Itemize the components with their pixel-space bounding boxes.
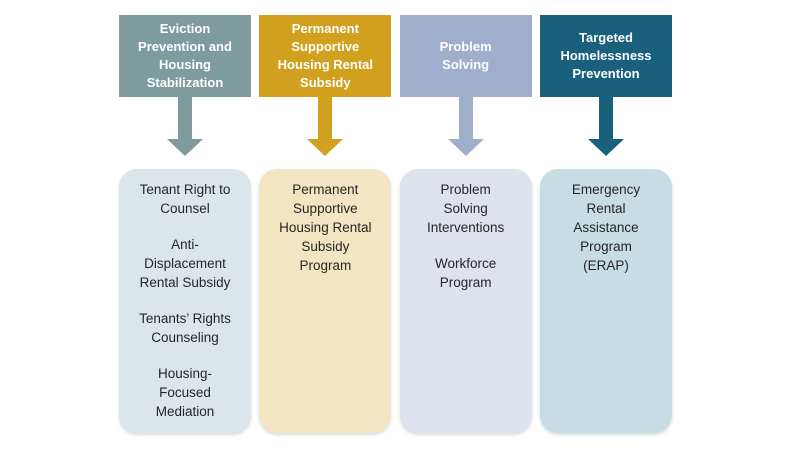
header-targeted-homelessness-prevention: Targeted Homelessness Prevention [539, 15, 672, 97]
list-item: Permanent Supportive Housing Rental Subs… [279, 182, 372, 273]
columns-row: Eviction Prevention and Housing Stabiliz… [119, 15, 672, 433]
column-psh-rental-subsidy: Permanent Supportive Housing Rental Subs… [259, 15, 392, 433]
list-item: Workforce Program [435, 256, 497, 290]
column-problem-solving: Problem Solving Problem Solving Interven… [399, 15, 532, 433]
down-arrow-icon [587, 97, 624, 169]
list-item: Tenant Right to Counsel [139, 182, 231, 216]
list-item: Problem Solving Interventions [427, 182, 505, 235]
list-item: Tenants’ Rights Counseling [139, 311, 231, 345]
header-eviction-prevention: Eviction Prevention and Housing Stabiliz… [119, 15, 251, 97]
column-targeted-homelessness-prevention: Targeted Homelessness Prevention Emergen… [539, 15, 672, 433]
down-arrow-icon [307, 97, 344, 169]
list-item: Anti- Displacement Rental Subsidy [139, 237, 231, 290]
header-psh-rental-subsidy: Permanent Supportive Housing Rental Subs… [259, 15, 392, 97]
column-eviction-prevention: Eviction Prevention and Housing Stabiliz… [119, 15, 251, 433]
header-problem-solving: Problem Solving [399, 15, 532, 97]
content-box-erap: Emergency Rental Assistance Program (ERA… [539, 169, 672, 433]
content-box-problem-solving: Problem Solving Interventions Workforce … [399, 169, 532, 433]
down-arrow-icon [167, 97, 203, 169]
list-item: Emergency Rental Assistance Program (ERA… [571, 182, 641, 273]
down-arrow-icon [447, 97, 484, 169]
content-box-eviction-prevention: Tenant Right to Counsel Anti- Displaceme… [119, 169, 251, 433]
list-item: Housing- Focused Mediation [155, 366, 215, 419]
content-box-psh-rental-subsidy: Permanent Supportive Housing Rental Subs… [259, 169, 392, 433]
